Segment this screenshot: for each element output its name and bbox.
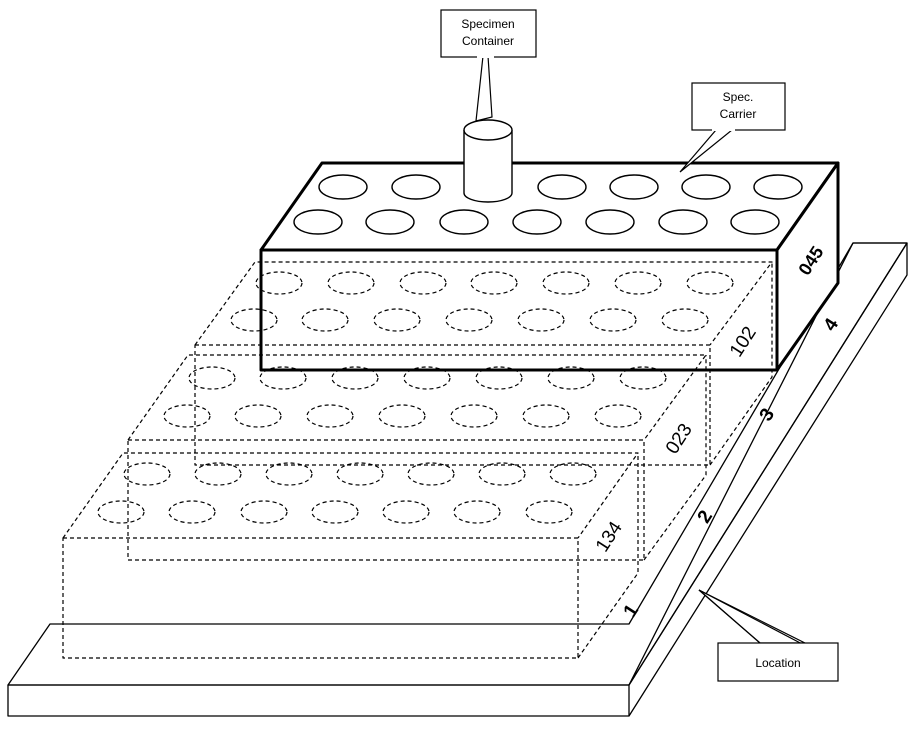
- callout-location-label: Location: [755, 656, 800, 670]
- location-number-1: 1: [620, 600, 644, 621]
- callout-specimen-container-line2: Container: [462, 34, 514, 48]
- carrier-outline-location-1: [62, 452, 639, 659]
- specimen-container-tube: [463, 119, 513, 203]
- location-number-2: 2: [694, 507, 717, 527]
- callout-spec-carrier-line2: Carrier: [720, 107, 757, 121]
- callout-spec-carrier: Spec. Carrier: [679, 82, 786, 173]
- carrier-outline-location-3: [194, 261, 773, 466]
- callout-specimen-container: Specimen Container: [440, 9, 537, 122]
- carrier-outline-location-2: [127, 354, 707, 561]
- carrier-id-134: 134: [592, 518, 627, 556]
- carrier-id-023: 023: [662, 420, 697, 458]
- callout-location: Location: [698, 589, 839, 682]
- carrier-location-4: [259, 161, 840, 372]
- location-number-3: 3: [756, 405, 779, 425]
- location-base-plate: [7, 242, 908, 717]
- carrier-3-holes: [230, 271, 734, 332]
- carrier-1-holes: [97, 462, 597, 524]
- carrier-2-holes: [163, 366, 667, 428]
- carrier-4-holes: [293, 174, 803, 235]
- carrier-id-102: 102: [726, 323, 761, 361]
- location-number-4: 4: [820, 314, 844, 335]
- callout-spec-carrier-line1: Spec.: [723, 90, 754, 104]
- callout-specimen-container-line1: Specimen: [461, 17, 514, 31]
